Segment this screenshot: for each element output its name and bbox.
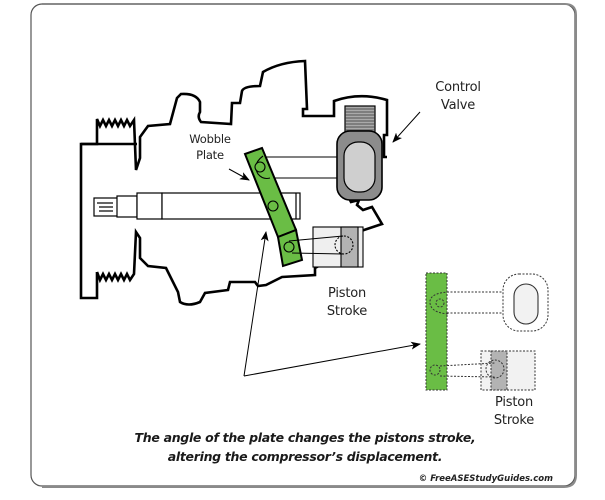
copyright-notice: © FreeASEStudyGuides.com <box>418 474 553 484</box>
control-valve <box>336 105 383 201</box>
control-valve-label-line1: Control <box>435 80 481 95</box>
control-valve-arrow <box>392 111 421 143</box>
detail-valve-inner <box>513 283 539 325</box>
piston-stroke-detail-label-line1: Piston <box>494 395 534 410</box>
figure-caption: The angle of the plate changes the pisto… <box>125 428 485 466</box>
piston-stroke-detail-label-line2: Stroke <box>493 413 535 428</box>
wobble-plate-label: Wobble Plate <box>180 131 240 163</box>
piston-stroke-main-label: Piston Stroke <box>317 285 377 321</box>
piston-stroke-detail-label: Piston Stroke <box>484 394 544 430</box>
valve-linkage <box>263 156 338 179</box>
plate-comparison-arrow-right <box>243 341 421 377</box>
plate-comparison-arrow-up <box>243 231 269 377</box>
control-valve-label-line2: Valve <box>440 98 476 113</box>
wobble-plate-label-line2: Plate <box>196 148 224 162</box>
callout-arrows <box>228 111 421 377</box>
caption-line2: altering the compressor’s displacement. <box>167 449 443 464</box>
caption-line1: The angle of the plate changes the pisto… <box>134 430 476 445</box>
piston-stroke-main-label-line1: Piston <box>327 286 367 301</box>
card-frame-shadow <box>42 3 577 488</box>
piston-stroke-main-label-line2: Stroke <box>326 304 368 319</box>
control-valve-label: Control Valve <box>423 79 493 115</box>
piston-main <box>288 226 364 268</box>
wobble-plate <box>243 146 304 268</box>
wobble-plate-label-line1: Wobble <box>189 132 231 146</box>
wobble-plate-arrow <box>228 168 250 181</box>
